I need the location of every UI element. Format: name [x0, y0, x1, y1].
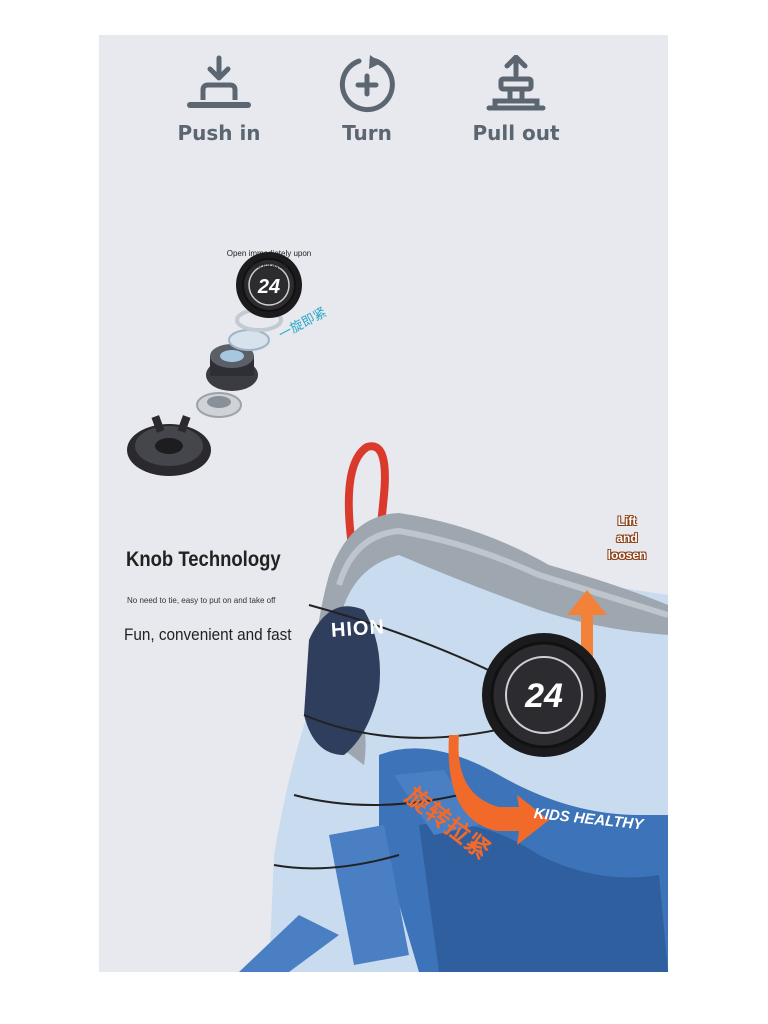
push-in-icon: [187, 55, 251, 108]
lift-word: Lift: [617, 514, 637, 528]
step-label-pull-out: Pull out: [472, 121, 560, 145]
step-label-turn: Turn: [342, 121, 392, 145]
step-label-push-in: Push in: [177, 121, 261, 145]
knob-number-small: 24: [257, 276, 280, 298]
feature-heading: Knob Technology: [126, 548, 281, 571]
shoe-side-text: HION: [330, 616, 386, 642]
knob-number-large: 24: [524, 677, 563, 715]
step-push-in: Push in: [159, 55, 279, 145]
exploded-knob-diagram: 24: [127, 252, 302, 476]
product-image-panel: Push in Turn Pull out: [99, 35, 668, 972]
step-turn: Turn: [307, 55, 427, 145]
feature-tagline: Fun, convenient and fast: [124, 625, 292, 644]
lift-and-loosen-label: Lift and loosen: [602, 513, 652, 564]
kids-boot-illustration: 24: [239, 442, 668, 972]
feature-subheading: No need to tie, easy to put on and take …: [127, 596, 276, 605]
and-word: and: [616, 531, 638, 545]
knob-note: Open immediately upon withdrawal: [226, 249, 312, 270]
turn-icon: [339, 55, 395, 113]
step-pull-out: Pull out: [456, 55, 576, 145]
loosen-word: loosen: [607, 548, 647, 562]
pull-out-icon: [486, 55, 546, 111]
